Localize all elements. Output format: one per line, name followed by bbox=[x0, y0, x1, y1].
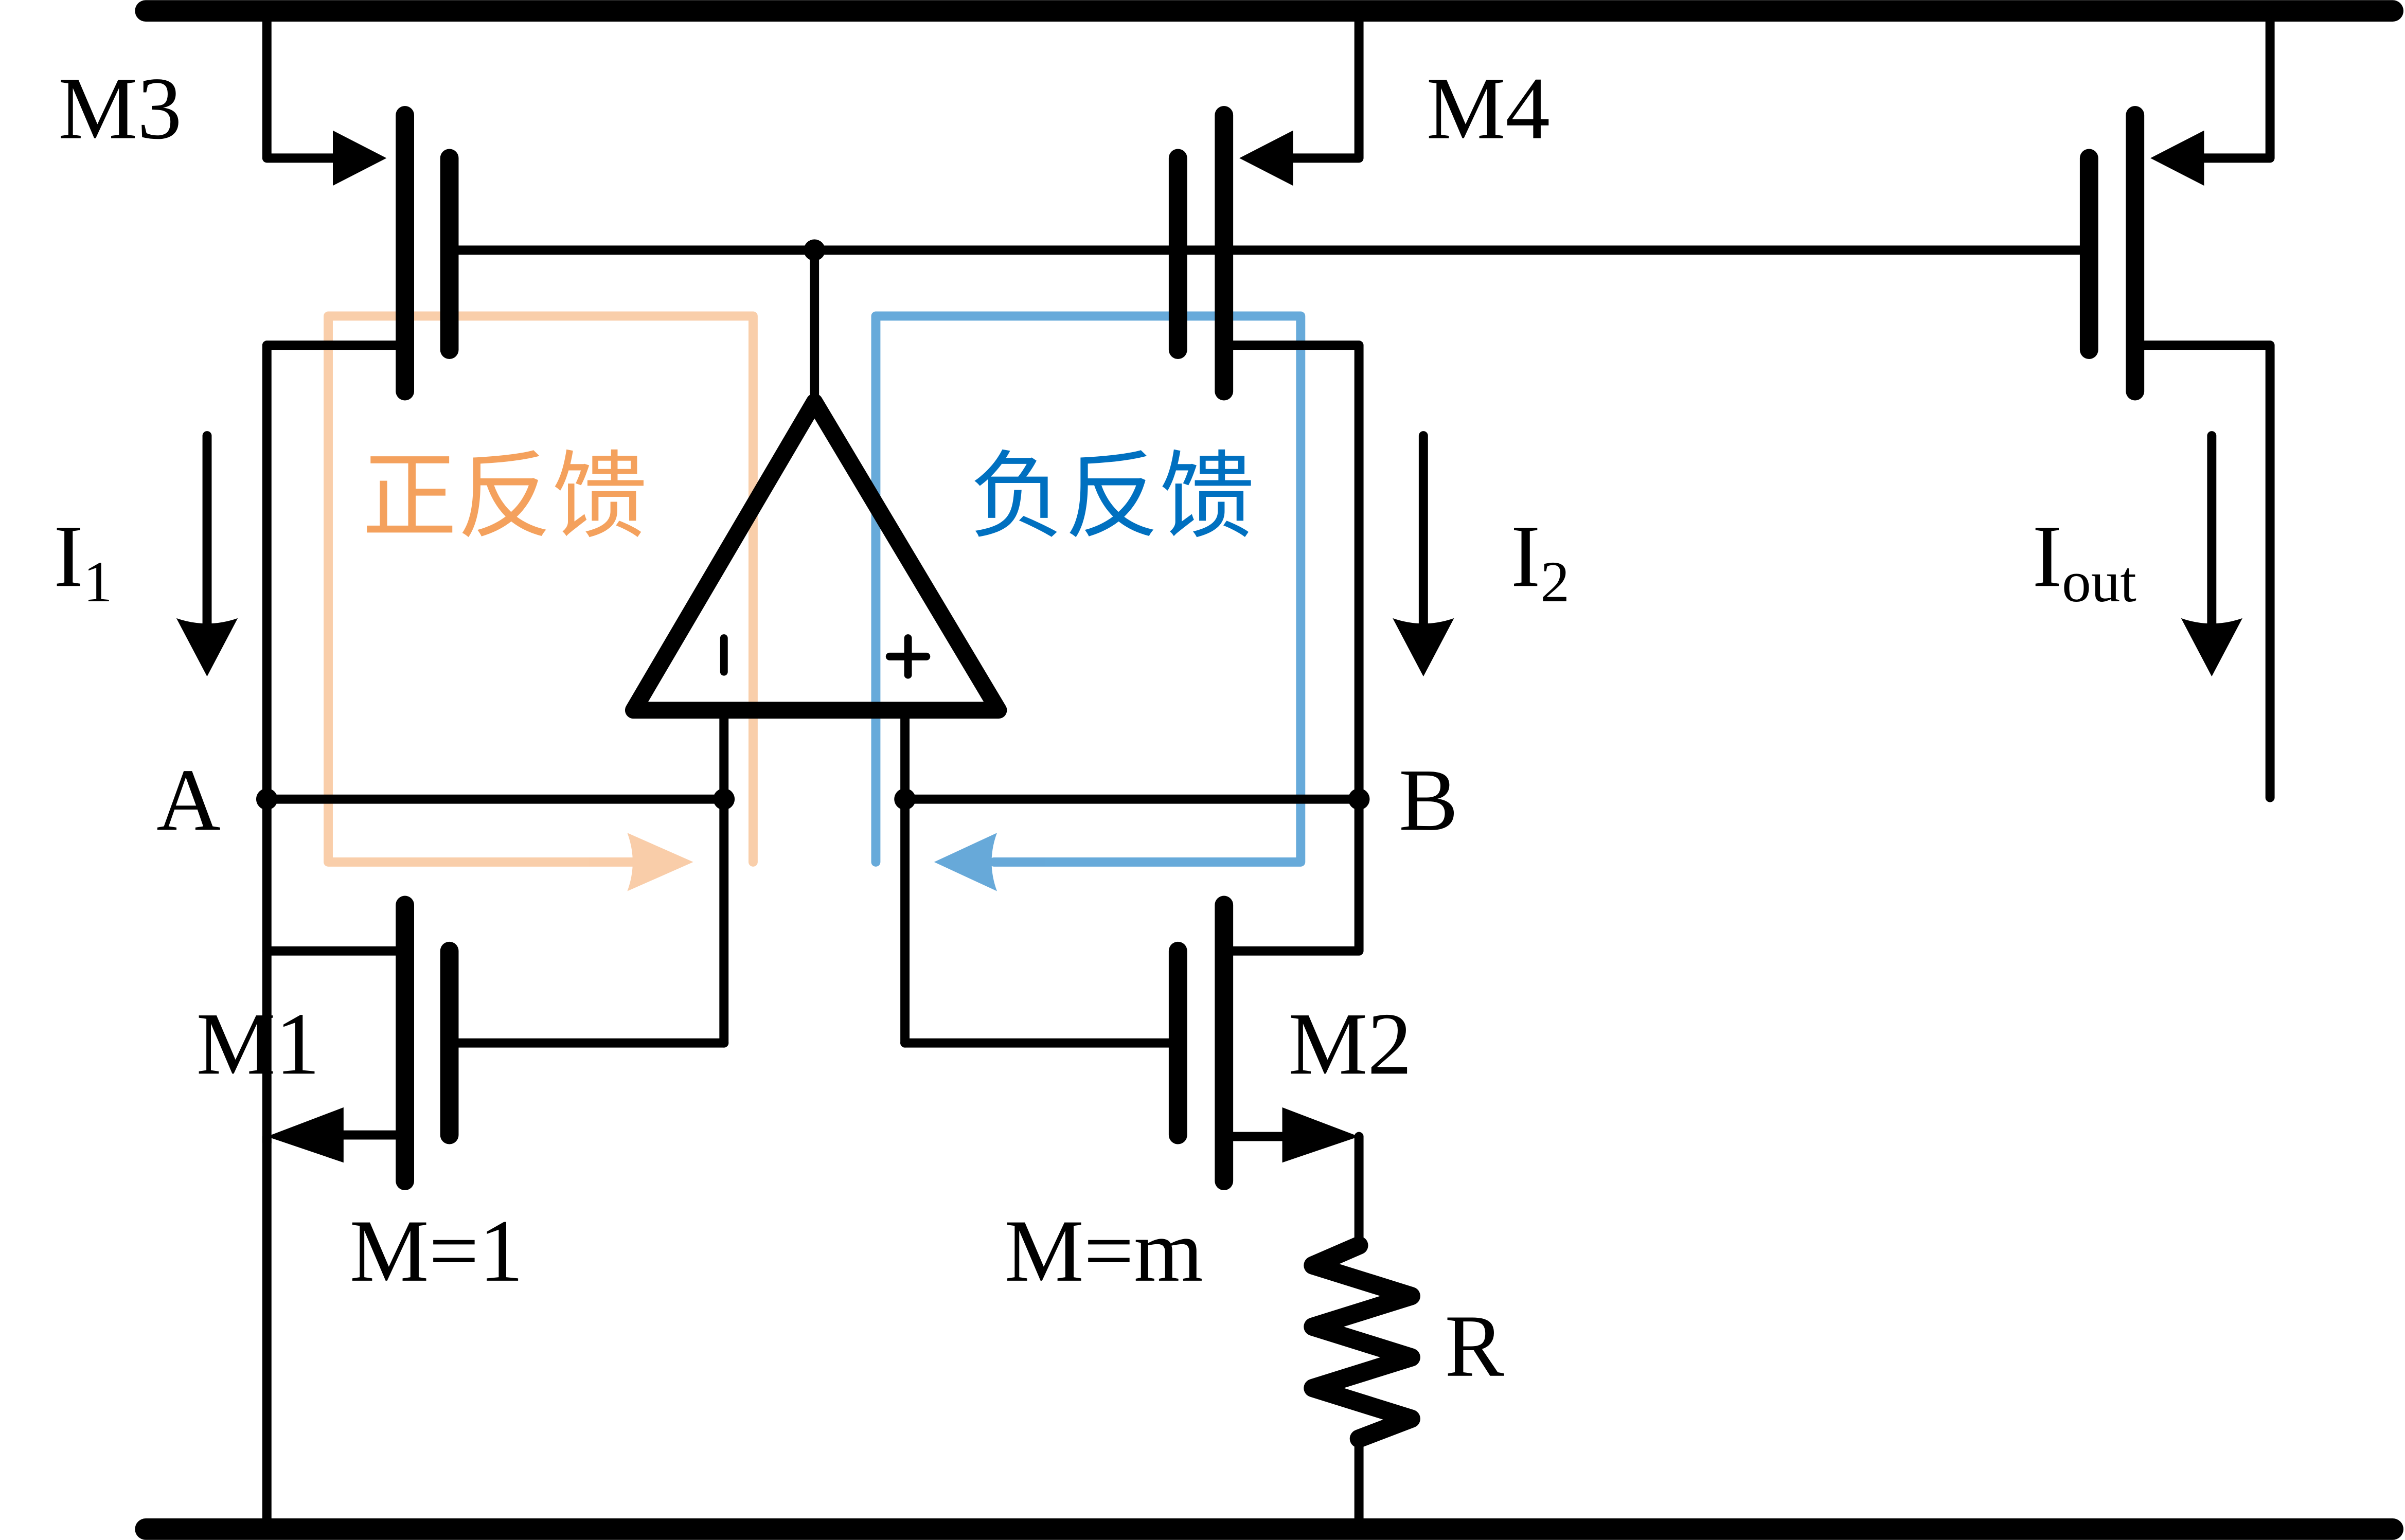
label-m4: M4 bbox=[1427, 60, 1550, 158]
junction-minus-dot bbox=[713, 788, 735, 810]
m1-source-arrow bbox=[266, 1107, 344, 1163]
m2-source-arrow bbox=[1282, 1107, 1359, 1163]
positive-feedback-path bbox=[324, 311, 758, 867]
transistor-m1 bbox=[262, 896, 729, 1534]
label-iout: Iout bbox=[2032, 507, 2136, 614]
label-i1: I1 bbox=[54, 507, 112, 614]
label-m2: M2 bbox=[1288, 995, 1412, 1093]
label-m1-multiplier: M=1 bbox=[350, 1202, 524, 1300]
label-m3: M3 bbox=[58, 60, 182, 158]
node-a-dot bbox=[256, 788, 278, 810]
opamp-triangle bbox=[625, 393, 1007, 719]
label-m2-multiplier: M=m bbox=[1005, 1202, 1203, 1300]
opamp bbox=[625, 393, 1007, 719]
junction-plus-dot bbox=[894, 788, 916, 810]
label-i2: I2 bbox=[1511, 507, 1570, 614]
resistor-r bbox=[1304, 1132, 1420, 1534]
mout-source-arrow bbox=[2150, 130, 2204, 186]
current-arrow-iout bbox=[2181, 431, 2242, 677]
negative-feedback-arrowhead bbox=[934, 833, 997, 891]
current-arrow-i1 bbox=[176, 431, 238, 677]
transistor-m3 bbox=[262, 6, 459, 1148]
positive-feedback-arrowhead bbox=[627, 833, 693, 891]
transistor-m2 bbox=[900, 896, 1359, 1190]
label-node-b: B bbox=[1399, 751, 1458, 849]
transistor-mout bbox=[2079, 6, 2275, 802]
label-negative-feedback: 负反馈 bbox=[969, 441, 1255, 552]
m3-source-arrow bbox=[332, 130, 387, 186]
m4-source-arrow bbox=[1239, 130, 1293, 186]
label-m1: M1 bbox=[197, 995, 320, 1093]
node-b-dot bbox=[1348, 788, 1370, 810]
label-node-a: A bbox=[156, 751, 221, 849]
negative-feedback-path bbox=[871, 311, 1306, 867]
transistor-m4 bbox=[1168, 6, 1364, 956]
current-arrow-i2 bbox=[1393, 431, 1454, 677]
label-resistor: R bbox=[1445, 1297, 1505, 1395]
label-positive-feedback: 正反馈 bbox=[362, 441, 648, 552]
